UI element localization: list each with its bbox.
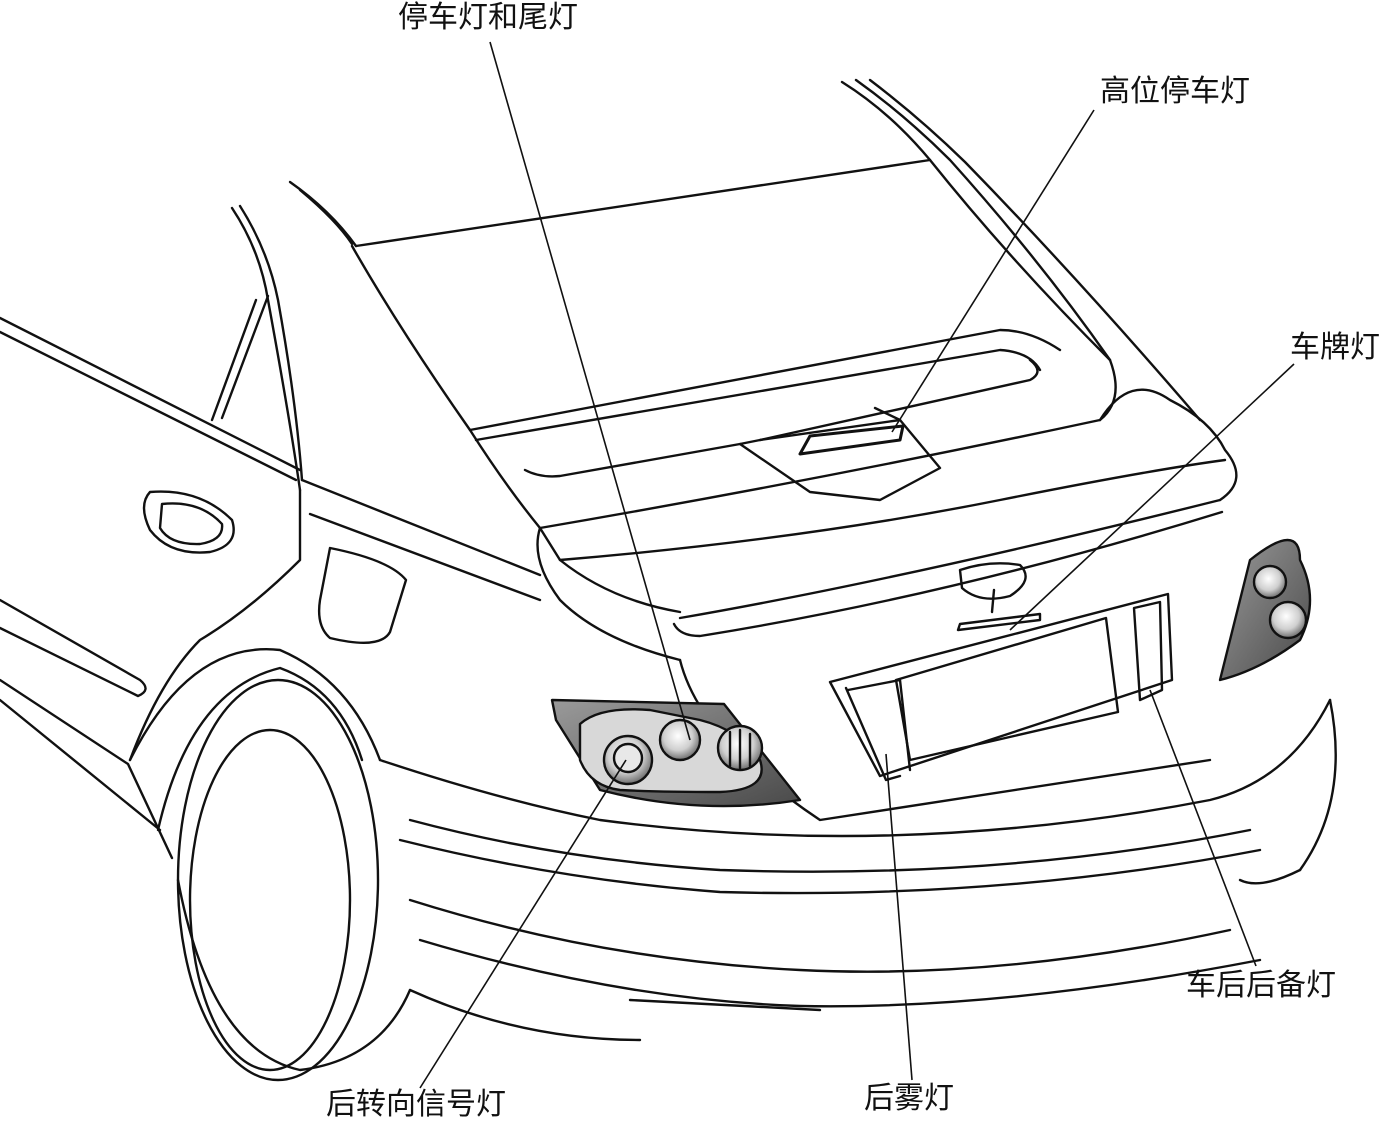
leader-high-mount	[891, 109, 1095, 433]
rear-bumper	[378, 698, 1337, 1042]
leader-fog	[885, 753, 913, 1081]
rear-wheel	[128, 648, 412, 1082]
roof-and-rear-window	[288, 78, 1202, 530]
leader-stop-tail	[489, 41, 691, 741]
leader-turn-signal	[419, 759, 627, 1089]
leader-reverse	[1149, 689, 1257, 967]
stop-tail-lamp-label: 停车灯和尾灯	[398, 0, 578, 35]
leader-lines	[419, 41, 1295, 1089]
reverse-lamp-label: 车后后备灯	[1186, 968, 1336, 1003]
side-body	[0, 204, 542, 860]
right-tail-lamp	[1218, 538, 1312, 682]
high-mount-stop-lamp-label: 高位停车灯	[1100, 74, 1250, 109]
leader-plate-lamp	[1009, 363, 1295, 631]
rear-fog-lamp-label: 后雾灯	[864, 1081, 954, 1116]
rear-turn-signal-lamp-label: 后转向信号灯	[326, 1087, 506, 1121]
trunk-and-spoiler	[468, 328, 1238, 662]
left-tail-lamp	[550, 698, 802, 808]
license-plate-lamp-label: 车牌灯	[1290, 330, 1380, 365]
